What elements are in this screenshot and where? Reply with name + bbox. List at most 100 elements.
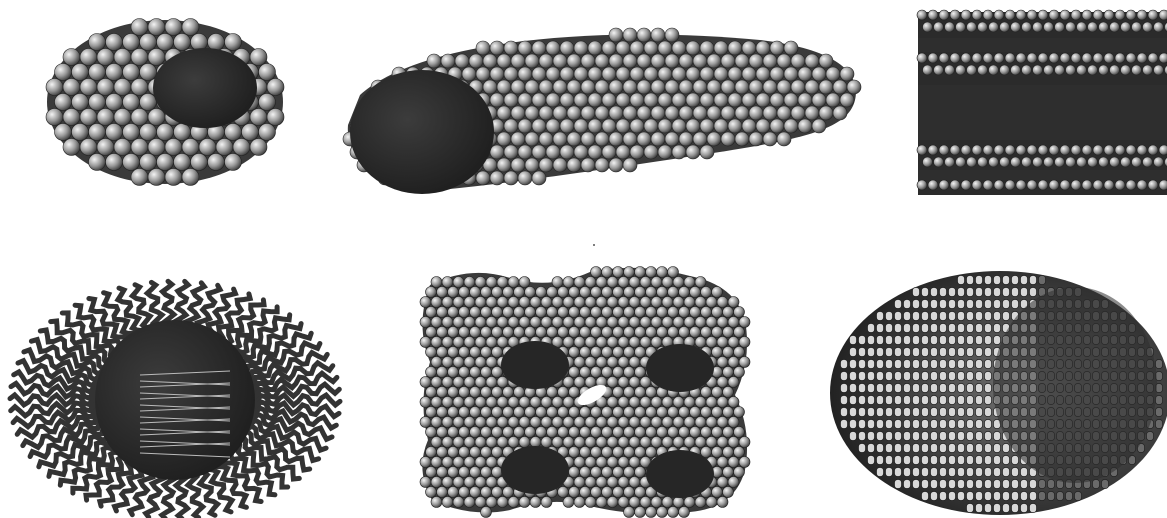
bead — [1027, 145, 1037, 155]
vesicle-bead — [886, 360, 893, 369]
bead — [504, 145, 518, 159]
bead — [923, 157, 933, 167]
bead — [1088, 22, 1098, 32]
vesicle-bead — [904, 336, 911, 345]
vesicle-bead — [850, 384, 857, 393]
bead — [1088, 65, 1098, 75]
bead — [596, 297, 607, 308]
bead — [1104, 180, 1114, 190]
bead — [662, 417, 673, 428]
bead — [497, 132, 511, 146]
bead — [657, 507, 668, 518]
bead — [442, 297, 453, 308]
bead — [1126, 180, 1136, 190]
bead — [123, 124, 140, 141]
bead — [1071, 180, 1081, 190]
bead — [508, 437, 519, 448]
vesicle-bead — [1012, 480, 1019, 489]
bead — [777, 132, 791, 146]
vesicle-bead — [850, 348, 857, 357]
bead — [123, 34, 140, 51]
vesicle-bead — [976, 444, 983, 453]
bead — [437, 407, 448, 418]
bead — [55, 94, 72, 111]
bead — [552, 277, 563, 288]
bead — [826, 67, 840, 81]
vesicle-bead — [949, 324, 956, 333]
bead — [591, 267, 602, 278]
bead — [574, 277, 585, 288]
bead — [250, 49, 267, 66]
bead — [80, 79, 97, 96]
bead — [503, 327, 514, 338]
vesicle-bead — [949, 480, 956, 489]
vesicle-bead — [922, 324, 929, 333]
vesicle-bead — [1003, 444, 1010, 453]
bead — [609, 158, 623, 172]
vesicle-bead — [895, 432, 902, 441]
vesicle-bead — [922, 468, 929, 477]
bead — [431, 277, 442, 288]
vesicle-bead — [967, 456, 974, 465]
bead — [1000, 22, 1010, 32]
vesicle-bead — [886, 384, 893, 393]
vesicle-bead — [1156, 396, 1163, 405]
bead — [470, 427, 481, 438]
bead — [464, 477, 475, 488]
bead — [437, 467, 448, 478]
bead — [585, 417, 596, 428]
vesicle-bead — [931, 372, 938, 381]
vesicle-bead — [976, 408, 983, 417]
bead — [1137, 145, 1147, 155]
bead — [518, 93, 532, 107]
vesicle-bead — [913, 408, 920, 417]
bead — [618, 437, 629, 448]
bead — [613, 307, 624, 318]
vesicle-bead — [994, 480, 1001, 489]
bead — [464, 337, 475, 348]
bead — [525, 54, 539, 68]
vesicle-bead — [940, 408, 947, 417]
bead — [532, 145, 546, 159]
bead — [616, 93, 630, 107]
bead — [812, 67, 826, 81]
vesicle-bead — [868, 432, 875, 441]
vesicle-bead — [841, 372, 848, 381]
bead — [267, 79, 284, 96]
bead — [723, 427, 734, 438]
bead — [541, 437, 552, 448]
vesicle-bead — [1048, 480, 1055, 489]
bead — [89, 154, 106, 171]
bead — [956, 157, 966, 167]
bead — [492, 367, 503, 378]
vesicle-bead — [859, 444, 866, 453]
bead — [525, 287, 536, 298]
bead — [437, 367, 448, 378]
bead — [431, 457, 442, 468]
bead — [475, 417, 486, 428]
bead — [569, 287, 580, 298]
bead — [684, 317, 695, 328]
bead — [157, 34, 174, 51]
bead — [989, 22, 999, 32]
bead — [928, 10, 938, 20]
vesicle-bead — [985, 360, 992, 369]
vesicle-bead — [868, 384, 875, 393]
bead — [686, 119, 700, 133]
vesicle-bead — [967, 288, 974, 297]
bead — [596, 477, 607, 488]
vesicle-bead — [1012, 300, 1019, 309]
bead — [679, 80, 693, 94]
vesicle-bead — [949, 492, 956, 501]
bead — [591, 367, 602, 378]
vesicle-bead — [1021, 492, 1028, 501]
bead — [1055, 157, 1065, 167]
bead — [672, 93, 686, 107]
vesicle-bead — [1039, 480, 1046, 489]
bead — [114, 49, 131, 66]
bead — [602, 119, 616, 133]
bead — [672, 67, 686, 81]
bead — [541, 317, 552, 328]
vesicle-bead — [940, 360, 947, 369]
vesicle-bead — [841, 384, 848, 393]
